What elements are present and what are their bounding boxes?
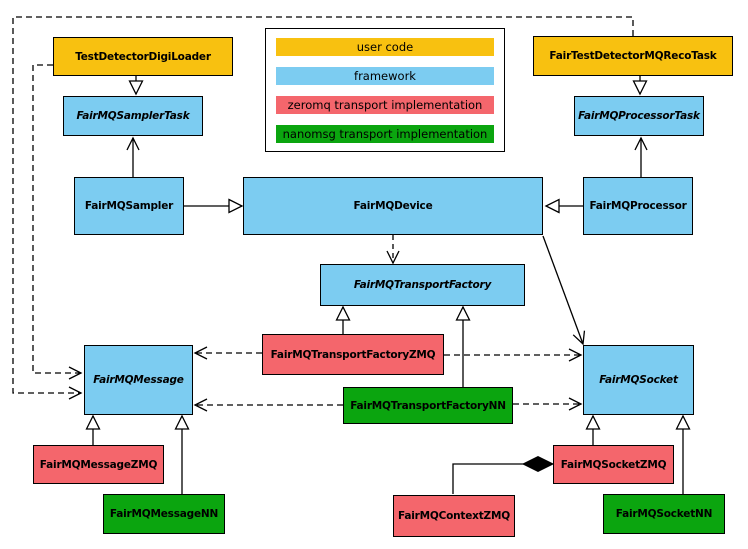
- edge-socketzmq-owns-contextzmq: [452, 463, 524, 494]
- legend-label: framework: [354, 69, 416, 83]
- class-fairmqsocketzmq: FairMQSocketZMQ: [553, 445, 674, 484]
- class-fairtestdetectormqrecotask: FairTestDetectorMQRecoTask: [533, 36, 733, 76]
- class-fairmqsocket: FairMQSocket: [583, 345, 694, 415]
- class-fairmqmessagezmq: FairMQMessageZMQ: [33, 445, 164, 484]
- class-fairmqsamplertask: FairMQSamplerTask: [63, 96, 203, 136]
- legend-item-nanomsg: nanomsg transport implementation: [276, 125, 494, 143]
- class-fairmqprocessor: FairMQProcessor: [583, 177, 693, 235]
- class-fairmqsampler: FairMQSampler: [74, 177, 184, 235]
- class-fairmqsocketnn: FairMQSocketNN: [603, 494, 725, 534]
- class-fairmqdevice: FairMQDevice: [243, 177, 543, 235]
- legend-label: user code: [356, 40, 414, 54]
- legend-label: nanomsg transport implementation: [282, 127, 488, 141]
- legend-box: user code framework zeromq transport imp…: [265, 28, 505, 152]
- class-fairmqtransportfactoryzmq: FairMQTransportFactoryZMQ: [262, 334, 444, 375]
- class-testdetectordigiloader: TestDetectorDigiLoader: [53, 37, 233, 76]
- class-fairmqcontextzmq: FairMQContextZMQ: [393, 495, 515, 537]
- legend-item-user-code: user code: [276, 38, 494, 56]
- class-fairmqmessage: FairMQMessage: [84, 345, 193, 415]
- class-fairmqtransportfactorynn: FairMQTransportFactoryNN: [343, 387, 513, 424]
- composition-diamond: [521, 455, 555, 473]
- legend-label: zeromq transport implementation: [287, 98, 483, 112]
- class-fairmqprocessortask: FairMQProcessorTask: [574, 96, 704, 136]
- class-fairmqtransportfactory: FairMQTransportFactory: [320, 264, 525, 306]
- legend-item-framework: framework: [276, 67, 494, 85]
- edge-digiloader-uses-message: [32, 64, 83, 380]
- edge-device-uses-socket: [542, 235, 586, 346]
- edge-recotask-uses-message: [12, 16, 634, 400]
- class-fairmqmessagenn: FairMQMessageNN: [103, 494, 225, 534]
- legend-item-zeromq: zeromq transport implementation: [276, 96, 494, 114]
